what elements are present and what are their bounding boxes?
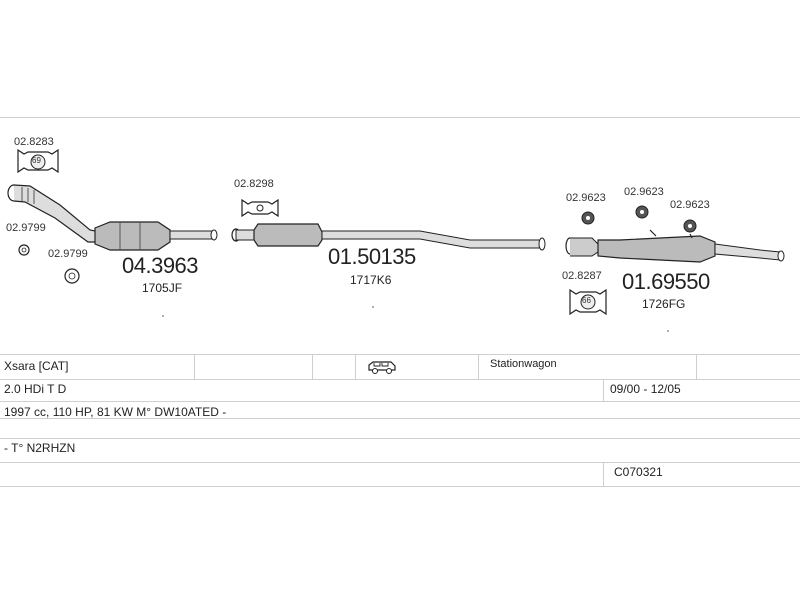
part-number-rear-silencer: 01.69550: [622, 269, 710, 294]
mark-dot: [162, 315, 164, 317]
middle-silencer-icon: [231, 223, 546, 251]
part-ref-rear-silencer: 1726FG: [642, 297, 686, 311]
catalyst-icon: [94, 221, 218, 251]
table-border: [0, 486, 800, 487]
hanger-66-icon: [569, 288, 607, 316]
part-number-middle-silencer: 01.50135: [328, 244, 416, 269]
catalog-code: C070321: [614, 465, 663, 479]
vehicle-model: Xsara [CAT]: [4, 359, 69, 373]
exhaust-drawing: [7, 148, 785, 316]
part-label-rubber: 02.9623: [624, 186, 664, 198]
hanger-badge: 69: [32, 156, 41, 165]
table-border: [0, 354, 800, 355]
part-label-hanger: 02.8287: [562, 270, 602, 282]
rubber-mount-icon: [683, 219, 697, 233]
rubber-mount-icon: [635, 205, 649, 219]
part-number-catalyst: 04.3963: [122, 253, 199, 278]
table-border: [0, 462, 800, 463]
hanger-69-icon: [17, 148, 59, 174]
part-label-hanger: 02.8298: [234, 178, 274, 190]
front-pipe-icon: [7, 184, 101, 243]
car-estate-icon: [368, 361, 396, 374]
table-border: [0, 401, 800, 402]
table-border: [0, 418, 800, 419]
table-divider: [194, 354, 195, 379]
part-label-gasket: 02.9799: [48, 248, 88, 260]
hanger-icon: [241, 198, 279, 218]
rear-silencer-icon: [565, 229, 785, 263]
gasket-icon: [64, 268, 80, 284]
hanger-badge: 66: [582, 296, 591, 305]
vehicle-engine: 2.0 HDi T D: [4, 382, 67, 396]
table-divider: [478, 354, 479, 379]
table-divider: [355, 354, 356, 379]
table-divider: [603, 379, 604, 401]
rubber-mount-icon: [581, 211, 595, 225]
table-border: [0, 379, 800, 380]
part-label-hanger: 02.8283: [14, 136, 54, 148]
part-ref-catalyst: 1705JF: [142, 281, 183, 295]
top-border: [0, 117, 800, 118]
part-ref-middle-silencer: 1717K6: [350, 273, 392, 287]
vehicle-body-type: Stationwagon: [490, 358, 557, 370]
gasket-icon: [18, 244, 30, 256]
part-label-rubber: 02.9623: [566, 192, 606, 204]
table-divider: [312, 354, 313, 379]
vehicle-code-line: - T° N2RHZN: [4, 441, 76, 455]
vehicle-spec: 1997 cc, 110 HP, 81 KW M° DW10ATED -: [4, 405, 227, 419]
mark-dot: [372, 306, 374, 308]
table-border: [0, 438, 800, 439]
mark-dot: [667, 330, 669, 332]
part-label-gasket: 02.9799: [6, 222, 46, 234]
table-divider: [603, 462, 604, 486]
part-label-rubber: 02.9623: [670, 199, 710, 211]
vehicle-date-range: 09/00 - 12/05: [610, 382, 681, 396]
table-divider: [696, 354, 697, 379]
